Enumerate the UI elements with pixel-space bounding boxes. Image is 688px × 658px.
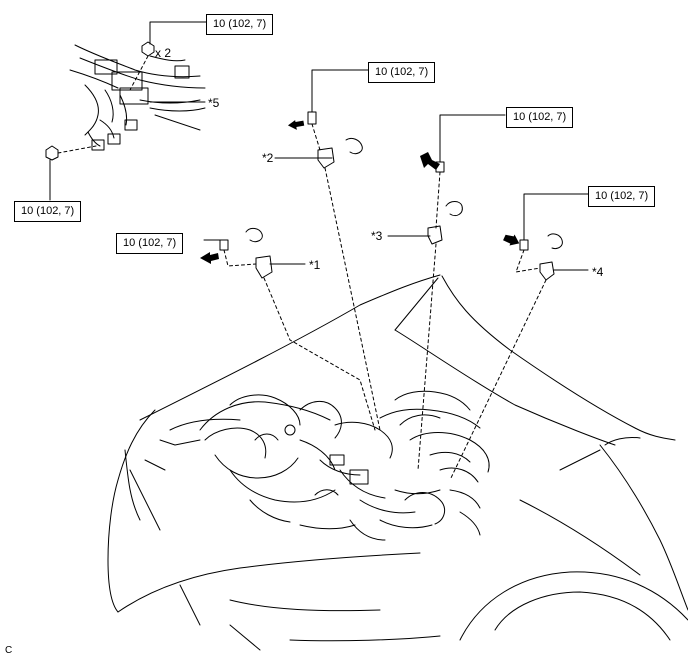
arrow-icon [287, 120, 305, 130]
wire-harness [69, 44, 206, 151]
engine-assembly [199, 390, 490, 541]
torque-spec-label: 10 (102, 7) [14, 201, 82, 222]
torque-spec-label: 10 (102, 7) [506, 107, 574, 128]
figure-code: C [5, 645, 13, 656]
callout-4: *4 [592, 265, 604, 279]
callout-2: *2 [262, 151, 274, 165]
torque-spec-label: 10 (102, 7) [588, 186, 656, 207]
quantity-label: x 2 [155, 46, 172, 60]
callout-3: *3 [371, 229, 383, 243]
torque-spec-label: 10 (102, 7) [116, 233, 184, 254]
torque-spec-label: 10 (102, 7) [368, 62, 436, 83]
arrow-icon [200, 252, 219, 264]
arrow-icon [503, 234, 520, 246]
vehicle-body [107, 274, 688, 651]
direction-arrows [200, 120, 520, 264]
label-leaders [49, 21, 591, 271]
dashed-leaders [57, 55, 547, 481]
arrow-icon [420, 152, 440, 170]
callout-1: *1 [309, 258, 321, 272]
torque-spec-label: 10 (102, 7) [206, 14, 274, 35]
callout-5: *5 [208, 96, 220, 110]
